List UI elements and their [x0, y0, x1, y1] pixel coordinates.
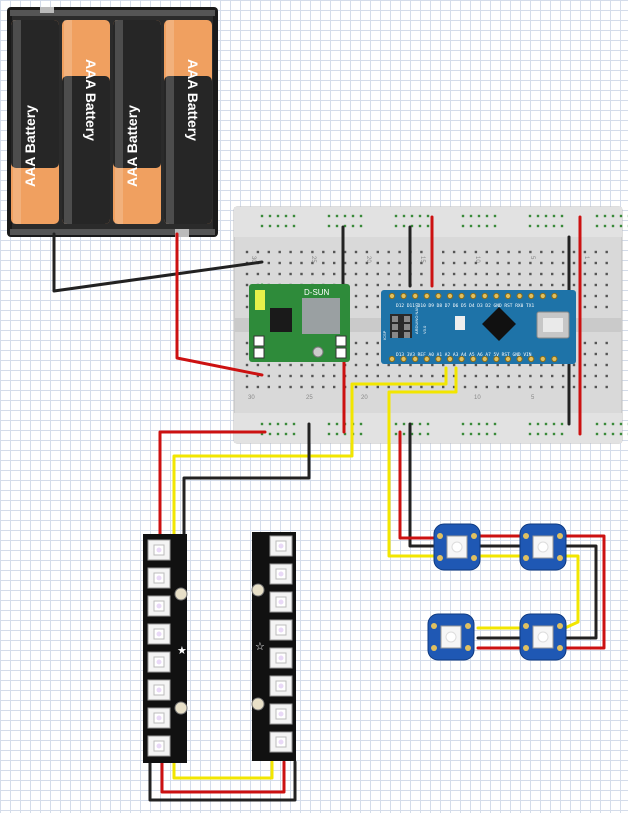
- battery-cell-2: AAA Battery: [62, 20, 110, 224]
- dc-converter: D-SUN: [249, 284, 350, 362]
- led-pixel: [147, 735, 171, 757]
- led-pixel: [269, 563, 293, 585]
- battery-label: AAA Battery: [185, 59, 201, 141]
- battery-red-wire: [175, 232, 264, 377]
- module-yellow-wire: [387, 366, 458, 558]
- module-right-black: [563, 544, 598, 640]
- led-strip-left: ★: [143, 534, 188, 763]
- arduino-nano: D12 D11 D10 D9 D8 D7 D6 D5 D4 D3 D2 GND …: [381, 290, 576, 364]
- led-strip-right-pixels: [269, 535, 293, 753]
- arduino-icsp: ICSP: [382, 330, 387, 340]
- led-module-2: [519, 523, 567, 571]
- battery-cell-4: AAA Battery: [164, 20, 212, 224]
- led-pixel: [269, 619, 293, 641]
- module-right-yellow: [563, 554, 580, 630]
- led-pixel: [269, 731, 293, 753]
- led-pixel: [269, 675, 293, 697]
- led-pixel: [147, 595, 171, 617]
- module-red-wire: [398, 430, 436, 540]
- battery-label: AAA Battery: [22, 105, 38, 187]
- arduino-bottom-pin-labels: D13 3V3 REF A0 A1 A2 A3 A4 A5 A6 A7 5V R…: [396, 352, 532, 358]
- led-modules: [427, 523, 567, 661]
- module-black-wire: [408, 422, 436, 548]
- bb-col-5: 5: [529, 256, 535, 260]
- battery-pack: AAA Battery AAA Battery AAA Battery AAA …: [7, 7, 218, 237]
- led-strip-left-pixels: [147, 539, 171, 757]
- battery-label: AAA Battery: [83, 59, 99, 141]
- led-pixel: [147, 623, 171, 645]
- strip-yellow-wire: [172, 366, 448, 542]
- bb-bot-30: 30: [248, 395, 255, 401]
- bb-col-20: 20: [365, 256, 371, 263]
- bb-bot-10: 10: [474, 395, 481, 401]
- led-pixel: [147, 539, 171, 561]
- breadboard-column-numbers: 30 25 20 15 10 5 1 30 25 20 10 5: [248, 256, 589, 401]
- strip-link-yellow: [172, 760, 274, 780]
- led-pixel: [147, 567, 171, 589]
- bb-col-1: 1: [583, 256, 589, 260]
- bb-bot-5: 5: [531, 395, 535, 401]
- battery-black-wire: [52, 232, 264, 293]
- arduino-name: ARDUINO NANO: [414, 303, 419, 334]
- led-pixel: [269, 535, 293, 557]
- arduino-version: V3.0: [422, 325, 427, 334]
- bb-bot-20: 20: [361, 395, 368, 401]
- bb-col-10: 10: [474, 256, 480, 263]
- led-pixel: [269, 647, 293, 669]
- led-module-1: [433, 523, 481, 571]
- bb-col-15: 15: [419, 256, 425, 263]
- bb-col-25: 25: [310, 256, 316, 263]
- arduino-top-pin-labels: D12 D11 D10 D9 D8 D7 D6 D5 D4 D3 D2 GND …: [396, 303, 534, 309]
- arduino-top-pins: [388, 292, 558, 300]
- strip-link-red: [160, 760, 286, 794]
- battery-cell-1: AAA Battery: [11, 20, 59, 224]
- arduino-bottom-pins: [388, 355, 558, 363]
- bb-col-30: 30: [250, 256, 256, 263]
- converter-label: D-SUN: [304, 288, 330, 297]
- strip-link-black: [148, 760, 297, 802]
- strip-black-wire: [182, 422, 311, 542]
- bb-bot-25: 25: [306, 395, 313, 401]
- led-strip-right: ☆: [251, 532, 296, 761]
- module-right-red: [563, 534, 606, 650]
- led-module-4: [519, 613, 567, 661]
- strip-star-icon: ★: [177, 645, 187, 657]
- battery-label: AAA Battery: [124, 105, 140, 187]
- battery-cell-3: AAA Battery: [113, 20, 161, 224]
- strip-star-icon: ☆: [255, 641, 265, 653]
- strip-red-wire: [158, 430, 267, 542]
- led-module-3: [427, 613, 475, 661]
- led-pixel: [147, 707, 171, 729]
- led-pixel: [269, 703, 293, 725]
- led-pixel: [269, 591, 293, 613]
- led-pixel: [147, 679, 171, 701]
- led-pixel: [147, 651, 171, 673]
